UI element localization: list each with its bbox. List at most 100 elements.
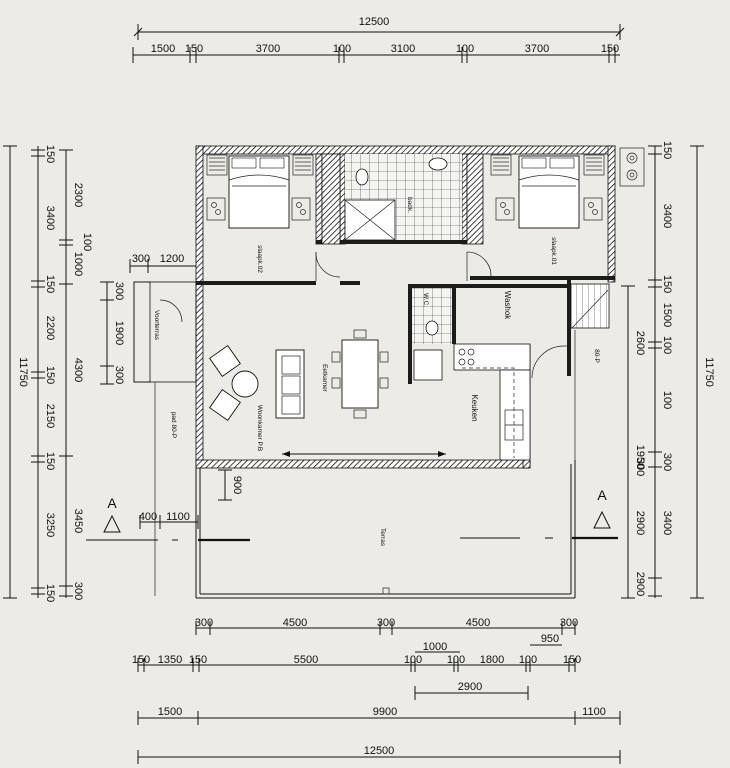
room-label-bedroom-right: slaapk.01 bbox=[550, 237, 557, 265]
bottom-dimension-row5: 1500 9900 1100 bbox=[137, 706, 621, 725]
laundry: Washok bbox=[503, 291, 568, 379]
left-mid-2: 3400 bbox=[44, 206, 56, 230]
bottom-dimension-total: 12500 bbox=[137, 745, 621, 764]
bottom-r5-2: 9900 bbox=[373, 706, 397, 718]
room-label-path: pad 80-P bbox=[170, 412, 177, 438]
top-seg-2: 150 bbox=[185, 43, 203, 55]
bottom-r3-9: 150 bbox=[563, 654, 581, 666]
kitchen: Keuken bbox=[470, 394, 479, 421]
bottom-dimension-row2: 1000 950 bbox=[415, 633, 562, 653]
bottom-r5-1: 1500 bbox=[158, 706, 182, 718]
right-inner-3: 150 bbox=[661, 275, 673, 293]
bottom-r1-3: 300 bbox=[377, 617, 395, 629]
top-seg-7: 3700 bbox=[525, 43, 549, 55]
left-inner-1: 2300 bbox=[72, 183, 84, 207]
back-stairs: 80-P bbox=[570, 283, 610, 460]
stove bbox=[458, 348, 475, 366]
top-seg-6: 100 bbox=[456, 43, 474, 55]
right-inner-9: 300 bbox=[634, 458, 646, 476]
room-label-terrace: Terras bbox=[379, 528, 386, 547]
section-marker-right-label: A bbox=[597, 487, 607, 503]
porch-dim-5: 300 bbox=[113, 366, 125, 384]
bottom-r3-2: 1350 bbox=[158, 654, 182, 666]
room-label-bathroom: badk. bbox=[406, 197, 413, 213]
bottom-r5-3: 1100 bbox=[582, 706, 606, 718]
top-seg-5: 3100 bbox=[391, 43, 415, 55]
bottom-dimension-row4: 2900 bbox=[414, 681, 529, 700]
right-dimension-mid: 2900 3400 bbox=[621, 285, 673, 599]
section-marker-left: A bbox=[86, 495, 250, 542]
right-inner-5: 100 bbox=[661, 336, 673, 354]
left-mid-5: 150 bbox=[44, 366, 56, 384]
top-seg-3: 3700 bbox=[256, 43, 280, 55]
left-inner-3: 1000 bbox=[72, 252, 84, 276]
bottom-dimension-row1: 300 4500 300 4500 300 bbox=[195, 617, 578, 635]
room-label-dining: Eetkamer bbox=[321, 364, 328, 393]
top-dimension-segments: 1500 150 3700 100 3100 100 3700 150 bbox=[132, 43, 620, 63]
left-mid-7: 150 bbox=[44, 452, 56, 470]
small-dim-2: 1100 bbox=[166, 511, 190, 523]
bottom-total-label: 12500 bbox=[364, 745, 395, 757]
top-dimension-total: 12500 bbox=[133, 16, 625, 40]
left-dimension-mid: 150 3400 150 2200 150 2150 150 3250 150 bbox=[31, 145, 56, 602]
right-inner-10: 100 bbox=[661, 391, 673, 409]
left-mid-9: 150 bbox=[44, 584, 56, 602]
top-seg-8: 150 bbox=[601, 43, 619, 55]
left-outer-label: 11750 bbox=[17, 357, 29, 387]
terrace: Terras bbox=[195, 460, 576, 599]
left-inner-5: 3450 bbox=[72, 509, 84, 533]
small-dim-3: 900 bbox=[231, 476, 243, 494]
top-total-label: 12500 bbox=[359, 16, 390, 28]
left-mid-8: 3250 bbox=[44, 513, 56, 537]
dining-table: Eetkamer bbox=[321, 329, 389, 419]
right-inner-11: 300 bbox=[661, 453, 673, 471]
right-mid-2: 3400 bbox=[661, 511, 673, 535]
bottom-r3-1: 150 bbox=[132, 654, 150, 666]
bottom-r3-5: 100 bbox=[404, 654, 422, 666]
bottom-r1-5: 300 bbox=[560, 617, 578, 629]
right-inner-8: 1950 bbox=[634, 445, 646, 469]
bottom-r2-a: 1000 bbox=[423, 641, 447, 653]
room-label-laundry: Washok bbox=[503, 291, 512, 321]
bottom-dimension-row3: 150 1350 150 5500 100 100 1800 100 150 bbox=[132, 654, 581, 672]
left-dimension-inner: 2300 100 1000 4300 3450 300 bbox=[59, 149, 93, 600]
top-seg-1: 1500 bbox=[151, 43, 175, 55]
left-inner-4: 4300 bbox=[72, 358, 84, 382]
bedroom-right: slaapk.01 bbox=[466, 147, 645, 281]
right-mid-1: 2900 bbox=[634, 511, 646, 535]
bottom-r3-6: 100 bbox=[447, 654, 465, 666]
bottom-r2-b: 950 bbox=[541, 633, 559, 645]
bottom-r1-1: 300 bbox=[195, 617, 213, 629]
room-label-wc: W.C. bbox=[422, 293, 429, 307]
right-inner-1: 150 bbox=[661, 141, 673, 159]
bathroom: badk. bbox=[344, 154, 462, 241]
right-outer-label: 11750 bbox=[703, 357, 715, 387]
bottom-r4-label: 2900 bbox=[458, 681, 482, 693]
building-walls bbox=[195, 145, 616, 469]
room-label-front-porch: Voorterras bbox=[153, 310, 160, 341]
bottom-r1-2: 4500 bbox=[283, 617, 307, 629]
front-porch: Voorterras pad 80-P bbox=[133, 281, 197, 596]
section-marker-left-label: A bbox=[107, 495, 117, 511]
right-inner-2: 3400 bbox=[661, 204, 673, 228]
living-room: Woonkamer P.B bbox=[209, 345, 446, 457]
top-seg-4: 100 bbox=[333, 43, 351, 55]
porch-dim-2: 1200 bbox=[160, 253, 184, 265]
small-dim-1: 400 bbox=[139, 511, 157, 523]
porch-dim-3: 300 bbox=[113, 282, 125, 300]
left-inner-2: 100 bbox=[81, 233, 93, 251]
bottom-r3-4: 5500 bbox=[294, 654, 318, 666]
section-marker-right: A bbox=[460, 487, 618, 540]
left-small-dimensions: 400 1100 900 bbox=[139, 469, 243, 529]
room-label-living: Woonkamer P.B bbox=[256, 405, 263, 451]
left-mid-6: 2150 bbox=[44, 404, 56, 428]
left-mid-1: 150 bbox=[44, 145, 56, 163]
room-label-bedroom-left: slaapk.02 bbox=[256, 245, 263, 273]
left-mid-4: 2200 bbox=[44, 316, 56, 340]
porch-dim-1: 300 bbox=[132, 253, 150, 265]
bedroom-left: slaapk.02 bbox=[206, 154, 341, 281]
left-mid-3: 150 bbox=[44, 275, 56, 293]
bottom-r3-7: 1800 bbox=[480, 654, 504, 666]
room-label-back-path: 80-P bbox=[593, 349, 600, 363]
